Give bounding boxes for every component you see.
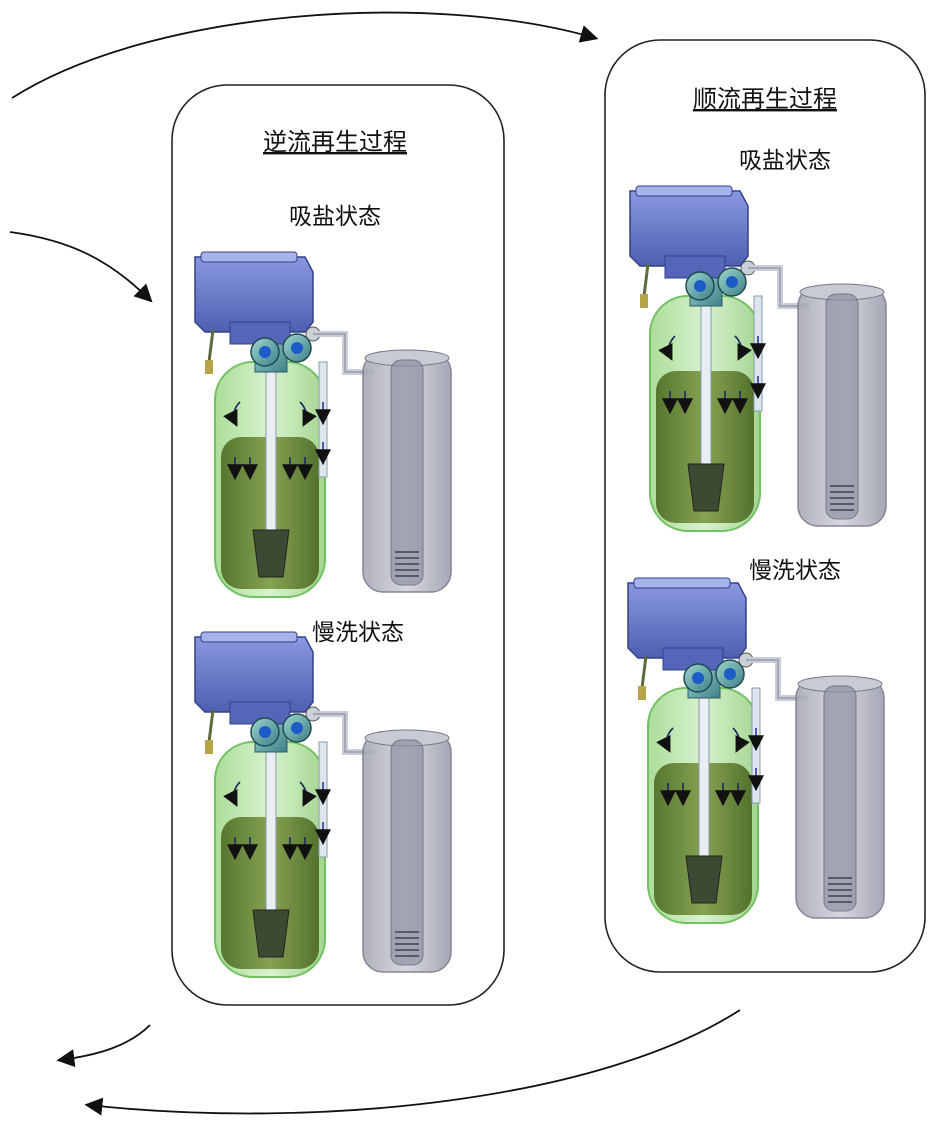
cycle-arrow-left-in [9, 231, 153, 303]
state-label-slow-rinse-right: 慢洗状态 [749, 558, 841, 584]
state-label-salt-absorb-right: 吸盐状态 [739, 148, 831, 174]
panel-counter-current: 逆流再生过程 吸盐状态 慢洗状态 [171, 84, 505, 1006]
cycle-arrow-left-out [56, 1024, 151, 1068]
cycle-arrow-top [11, 11, 599, 99]
panel-title-counter-current: 逆流再生过程 [263, 128, 407, 156]
panel-title-co-current: 顺流再生过程 [693, 85, 837, 113]
state-label-slow-rinse-left: 慢洗状态 [312, 620, 404, 646]
state-label-salt-absorb-left: 吸盐状态 [289, 204, 381, 230]
cycle-arrow-bottom [84, 1009, 741, 1116]
panel-co-current: 顺流再生过程 吸盐状态 慢洗状态 [604, 39, 926, 973]
